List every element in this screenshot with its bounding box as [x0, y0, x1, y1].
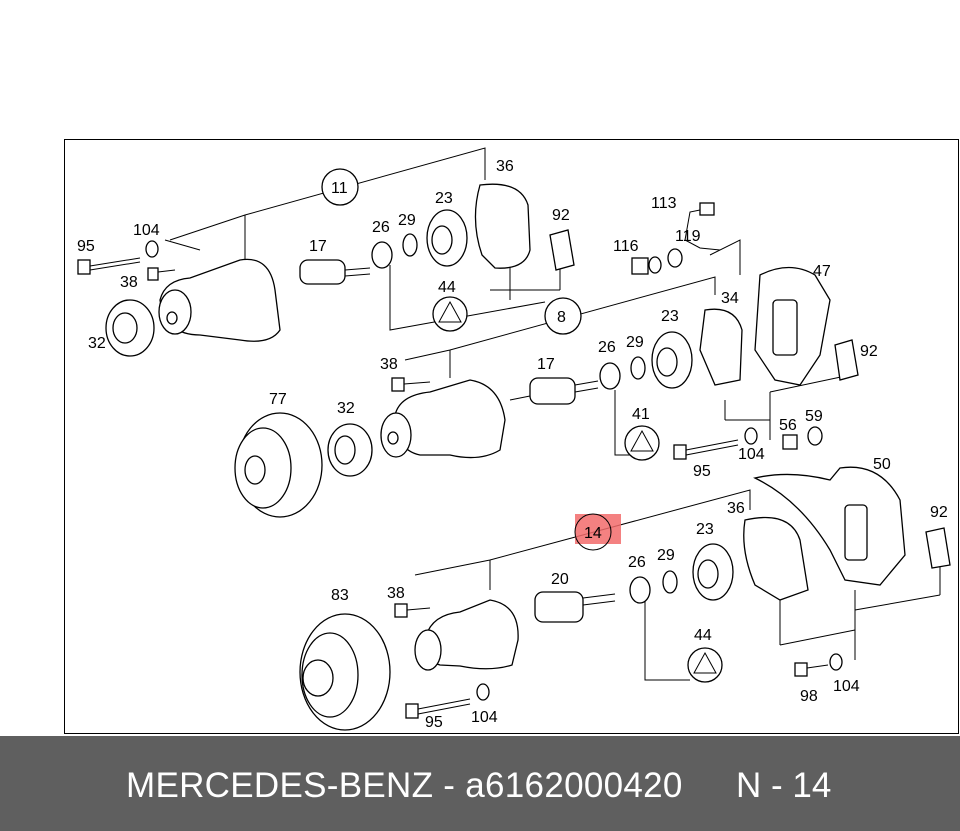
part-labels: 11 36 23 92 26 29 104 95 17 38 44 32 113…	[77, 158, 948, 731]
label-104d: 104	[471, 709, 498, 726]
label-26c: 26	[628, 554, 646, 571]
assembly-14	[299, 489, 951, 731]
gasket-92b	[834, 339, 859, 381]
plug-116	[631, 257, 649, 275]
label-38c: 38	[387, 585, 405, 602]
assembly-8	[234, 202, 906, 586]
footer-part-number: MERCEDES-BENZ - a6162000420	[126, 766, 683, 805]
footer-bar	[0, 736, 960, 831]
washer-104	[145, 240, 159, 258]
bolt-95-head	[77, 259, 91, 275]
seal-26	[371, 241, 393, 269]
gasket-34	[699, 308, 743, 386]
label-95b: 95	[693, 463, 711, 480]
label-36b: 36	[727, 500, 745, 517]
label-34: 34	[721, 290, 739, 307]
label-119: 119	[675, 228, 701, 245]
label-104: 104	[133, 222, 160, 239]
label-44b: 44	[694, 627, 712, 644]
label-92b: 92	[860, 343, 878, 360]
label-77: 77	[269, 391, 287, 408]
label-32: 32	[88, 335, 106, 352]
label-23c: 23	[696, 521, 714, 538]
bolt-38c	[394, 603, 408, 618]
footer-diagram-code: N - 14	[736, 766, 832, 805]
ring-29c	[662, 570, 678, 594]
bolt-95b	[673, 444, 687, 460]
washer-104c	[829, 653, 843, 671]
label-95: 95	[77, 238, 95, 255]
label-14: 14	[584, 525, 602, 542]
label-56: 56	[779, 417, 797, 434]
gasket-36	[474, 183, 531, 269]
seal-26c	[629, 576, 651, 604]
label-32b: 32	[337, 400, 355, 417]
washer-119	[667, 248, 683, 268]
gasket-36b	[743, 516, 809, 601]
label-38: 38	[120, 274, 138, 291]
assembly-11	[77, 147, 575, 357]
label-116: 116	[613, 238, 639, 255]
label-23b: 23	[661, 308, 679, 325]
label-104c: 104	[833, 678, 860, 695]
label-113: 113	[651, 195, 677, 212]
gasket-92	[549, 229, 575, 271]
label-44: 44	[438, 279, 456, 296]
label-29b: 29	[626, 334, 644, 351]
label-36: 36	[496, 158, 514, 175]
washer-104d	[476, 683, 490, 701]
label-38b: 38	[380, 356, 398, 373]
pump-housing-8	[394, 379, 506, 459]
bolt-98	[794, 662, 808, 677]
label-59: 59	[805, 408, 823, 425]
callout-14	[574, 513, 612, 551]
label-92c: 92	[930, 504, 948, 521]
label-41: 41	[632, 406, 650, 423]
label-92: 92	[552, 207, 570, 224]
callout-14-highlight	[575, 514, 621, 544]
ring-29b	[630, 356, 646, 380]
plug-56	[782, 434, 798, 450]
label-47: 47	[813, 263, 831, 280]
label-26b: 26	[598, 339, 616, 356]
label-23: 23	[435, 190, 453, 207]
shaft-17b	[529, 377, 576, 405]
label-104b: 104	[738, 446, 765, 463]
label-11: 11	[331, 180, 348, 197]
bolt-38b	[391, 377, 405, 392]
ring-29	[402, 233, 418, 257]
bolt-95c	[405, 703, 419, 719]
fitting-113	[699, 202, 715, 216]
callout-8	[544, 297, 582, 335]
seal-26b	[599, 362, 621, 390]
label-26: 26	[372, 219, 390, 236]
label-50: 50	[873, 456, 891, 473]
gasket-92c	[925, 527, 951, 569]
washer-104b	[744, 427, 758, 445]
shaft-17	[299, 259, 346, 285]
callout-11	[321, 168, 359, 206]
label-17: 17	[309, 238, 327, 255]
label-8: 8	[557, 309, 566, 326]
label-17b: 17	[537, 356, 555, 373]
label-98: 98	[800, 688, 818, 705]
shaft-20	[534, 591, 584, 623]
bolt-38	[147, 267, 159, 281]
label-95c: 95	[425, 714, 443, 731]
label-83: 83	[331, 587, 349, 604]
label-29: 29	[398, 212, 416, 229]
washer-59	[807, 426, 823, 446]
label-29c: 29	[657, 547, 675, 564]
label-20: 20	[551, 571, 569, 588]
